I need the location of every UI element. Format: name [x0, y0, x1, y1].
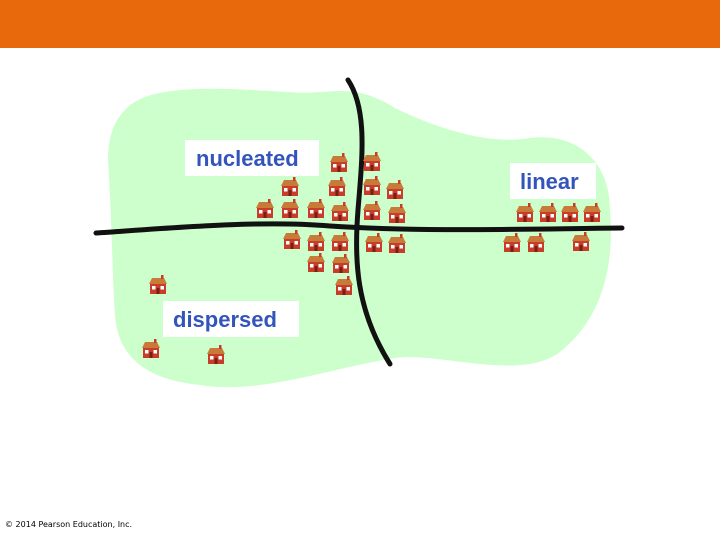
road-vertical: [345, 77, 393, 367]
label-dispersed-box: dispersed: [163, 301, 299, 337]
label-dispersed: dispersed: [173, 307, 277, 332]
copyright-text: © 2014 Pearson Education, Inc.: [5, 520, 133, 529]
road-horizontal: [93, 221, 625, 236]
label-nucleated-box: nucleated: [185, 140, 319, 176]
label-nucleated: nucleated: [196, 146, 299, 171]
label-linear-box: linear: [510, 163, 596, 199]
top-accent-bar: [0, 0, 720, 48]
label-linear: linear: [520, 169, 579, 194]
